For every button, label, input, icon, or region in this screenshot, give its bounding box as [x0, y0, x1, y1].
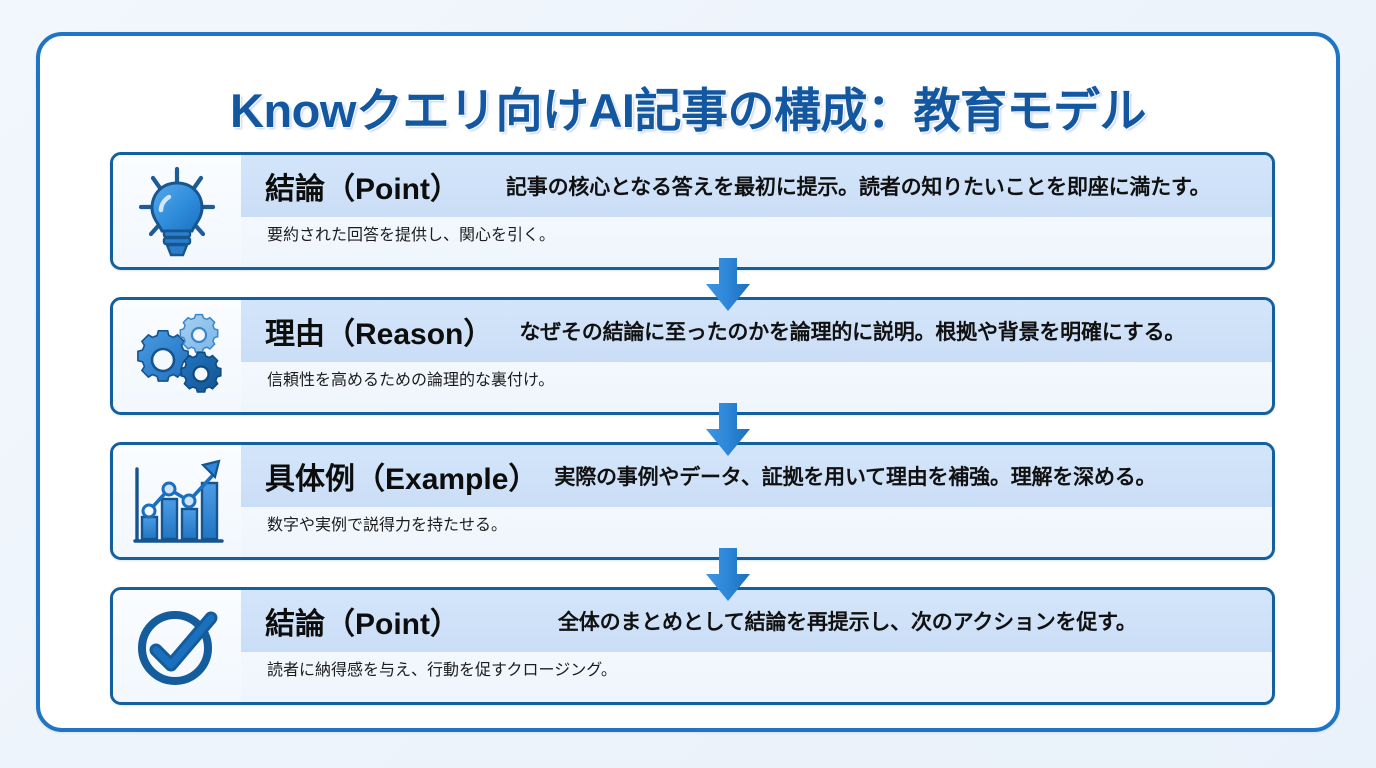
step-card-4-header-band	[113, 590, 1272, 652]
step-card-3-icon-pane	[113, 445, 241, 557]
step-card-1: 結論（Point） 記事の核心となる答えを最初に提示。読者の知りたいことを即座に…	[110, 152, 1275, 270]
step-card-2-main-line: 理由（Reason） なぜその結論に至ったのかを論理的に説明。根拠や背景を明確に…	[265, 300, 1258, 362]
arrow-down-icon	[706, 403, 750, 456]
step-card-4-icon-pane	[113, 590, 241, 702]
step-card-2-body: 理由（Reason） なぜその結論に至ったのかを論理的に説明。根拠や背景を明確に…	[241, 300, 1272, 412]
step-card-3: 具体例（Example） 実際の事例やデータ、証拠を用いて理由を補強。理解を深め…	[110, 442, 1275, 560]
page-title: Knowクエリ向けAI記事の構成：教育モデル	[230, 84, 1146, 137]
step-card-3-main-line: 具体例（Example） 実際の事例やデータ、証拠を用いて理由を補強。理解を深め…	[265, 445, 1258, 507]
step-card-2-description: なぜその結論に至ったのかを論理的に説明。根拠や背景を明確にする。	[519, 321, 1186, 344]
step-card-4-body: 結論（Point） 全体のまとめとして結論を再提示し、次のアクションを促す。 読…	[241, 590, 1272, 702]
step-card-3-body: 具体例（Example） 実際の事例やデータ、証拠を用いて理由を補強。理解を深め…	[241, 445, 1272, 557]
step-card-1-icon-pane	[113, 155, 241, 267]
arrow-step1-to-step2	[704, 258, 752, 312]
step-card-1-header-band	[113, 155, 1272, 217]
arrow-step3-to-step4	[704, 548, 752, 602]
step-card-1-title: 結論（Point）	[265, 173, 460, 206]
step-card-1-main-line: 結論（Point） 記事の核心となる答えを最初に提示。読者の知りたいことを即座に…	[265, 155, 1258, 217]
step-card-2-subtitle: 信頼性を高めるための論理的な裏付け。	[267, 372, 555, 389]
bar-chart-growth-icon	[133, 459, 224, 543]
step-card-3-description: 実際の事例やデータ、証拠を用いて理由を補強。理解を深める。	[554, 466, 1157, 489]
step-card-4-subtitle: 読者に納得感を与え、行動を促すクロージング。	[267, 662, 617, 679]
arrow-down-icon	[706, 258, 750, 311]
step-card-2-icon-pane	[113, 300, 241, 412]
step-card-3-title: 具体例（Example）	[265, 463, 539, 496]
check-circle-icon	[138, 611, 218, 685]
arrow-step2-to-step3	[704, 403, 752, 457]
outer-frame: Knowクエリ向けAI記事の構成：教育モデル	[36, 32, 1340, 732]
step-card-1-subtitle: 要約された回答を提供し、関心を引く。	[267, 227, 556, 244]
arrow-down-icon	[706, 548, 750, 601]
step-card-4-main-line: 結論（Point） 全体のまとめとして結論を再提示し、次のアクションを促す。	[265, 590, 1258, 652]
step-card-3-header-band	[113, 445, 1272, 507]
step-card-4-description: 全体のまとめとして結論を再提示し、次のアクションを促す。	[558, 611, 1137, 634]
lightbulb-icon	[138, 166, 216, 257]
step-card-3-subtitle: 数字や実例で説得力を持たせる。	[267, 517, 508, 534]
gears-icon	[137, 313, 222, 393]
step-card-2: 理由（Reason） なぜその結論に至ったのかを論理的に説明。根拠や背景を明確に…	[110, 297, 1275, 415]
step-card-2-title: 理由（Reason）	[265, 318, 494, 351]
step-card-1-description: 記事の核心となる答えを最初に提示。読者の知りたいことを即座に満たす。	[506, 176, 1211, 199]
step-card-2-header-band	[113, 300, 1272, 362]
step-card-4: 結論（Point） 全体のまとめとして結論を再提示し、次のアクションを促す。 読…	[110, 587, 1275, 705]
step-card-1-body: 結論（Point） 記事の核心となる答えを最初に提示。読者の知りたいことを即座に…	[241, 155, 1272, 267]
step-card-4-title: 結論（Point）	[265, 608, 460, 641]
